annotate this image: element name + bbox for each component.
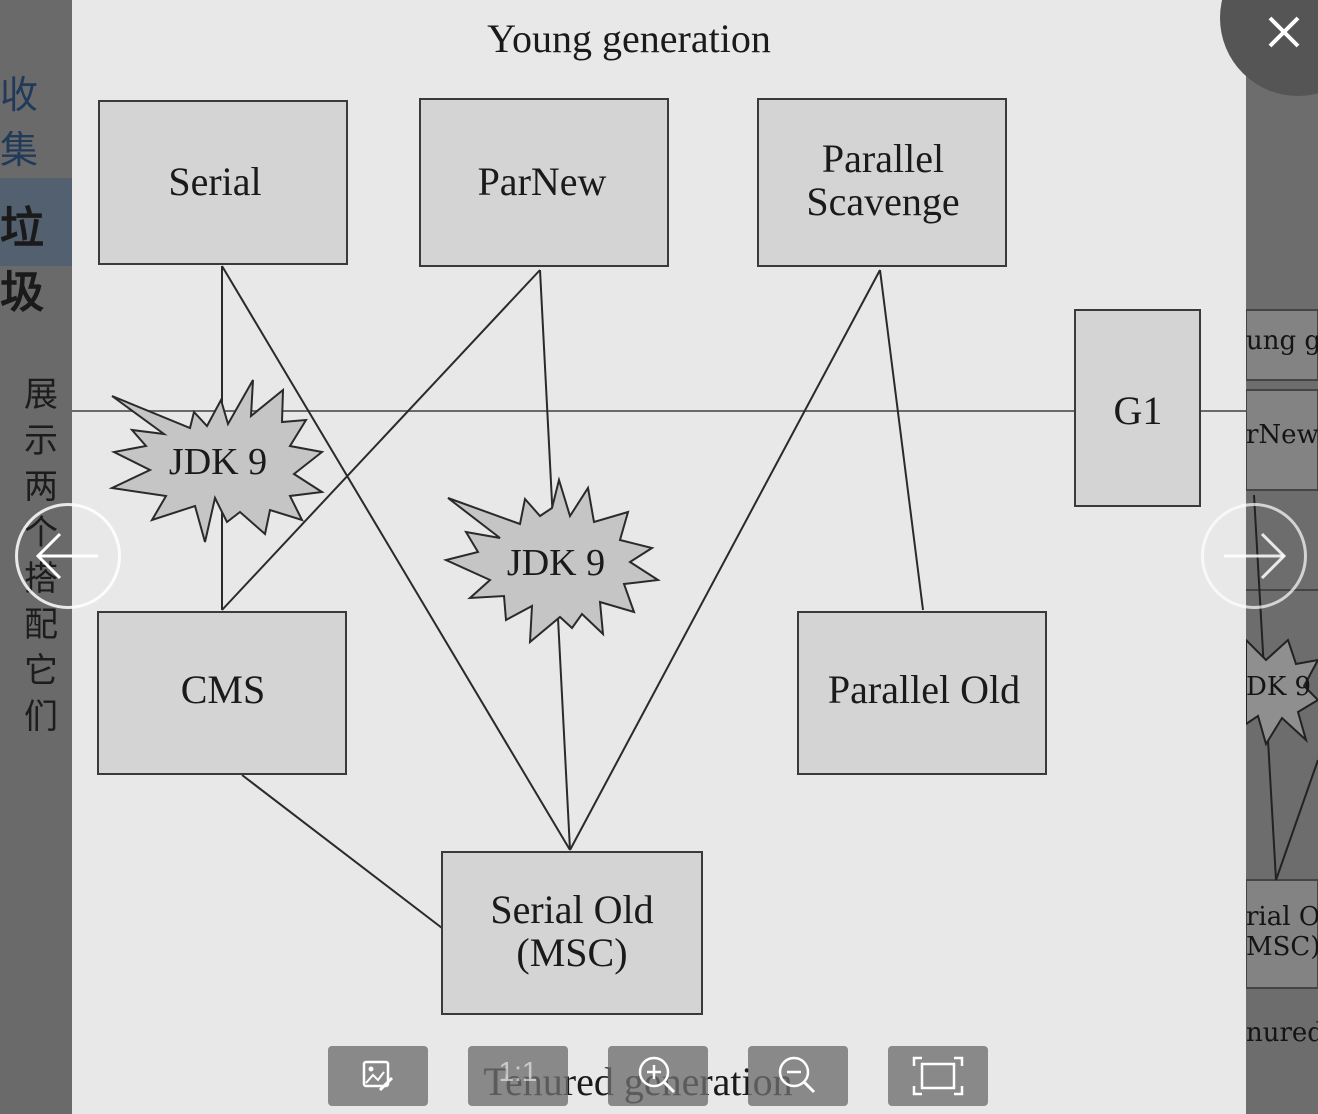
background-section-band [0, 178, 72, 266]
next-image-button[interactable] [1201, 503, 1307, 609]
jdk9-badge-label: JDK 9 [507, 542, 605, 584]
node-cms-box [97, 611, 347, 775]
background-section-title: 垃圾 [0, 203, 44, 318]
preview-diagram-lines [1246, 309, 1318, 989]
background-heading: 收集 [0, 73, 39, 172]
preview-label: rNew [1246, 420, 1318, 450]
node-serial-label: Serial [168, 159, 261, 204]
collector-connections [221, 265, 924, 929]
node-g1-label: G1 [1114, 388, 1163, 433]
preview-label: nured g [1246, 1018, 1318, 1048]
young-generation-label: Young generation [487, 16, 771, 61]
connection-serial-serialold [221, 265, 571, 851]
fit-screen-button[interactable] [888, 1046, 988, 1106]
background-line: 展示 [24, 375, 58, 461]
background-line: 它们 [24, 651, 58, 737]
zoom-out-icon [778, 1056, 816, 1094]
node-parallel-scavenge-label: Scavenge [806, 179, 959, 224]
gc-collectors-diagram: JDK 9 JDK 9 Young generation Serial ParN… [72, 16, 1246, 1104]
connection-parallelscavenge-serialold [569, 269, 881, 851]
close-icon [1268, 16, 1300, 48]
node-serial-old-label: (MSC) [516, 930, 627, 975]
node-parnew-box [419, 98, 669, 267]
arrow-left-icon [35, 532, 98, 580]
node-g1-box [1074, 309, 1201, 507]
zoom-in-button[interactable] [608, 1046, 708, 1106]
preview-label: DK 9 [1246, 672, 1312, 702]
connection-parnew-cms [221, 269, 541, 611]
zoom-out-button[interactable] [748, 1046, 848, 1106]
node-serial-old-label: Serial Old [490, 887, 653, 932]
preview-label: rial Ol [1246, 902, 1318, 932]
preview-label: MSC) [1246, 932, 1318, 962]
node-parallel-scavenge-label: Parallel [822, 136, 944, 181]
preview-label: ung ge [1246, 326, 1318, 356]
previous-image-button[interactable] [15, 503, 121, 609]
image-edit-button[interactable] [328, 1046, 428, 1106]
actual-size-label: 1:1 [498, 1056, 538, 1087]
node-serial-box [98, 100, 348, 265]
zoom-in-icon [638, 1056, 676, 1094]
fit-screen-icon [912, 1056, 964, 1096]
arrow-right-icon [1224, 532, 1287, 580]
actual-size-button[interactable]: 1:1 [468, 1046, 568, 1106]
jdk9-badge-label: JDK 9 [169, 441, 267, 483]
image-edit-icon [362, 1060, 394, 1092]
connection-parallelscavenge-parallelold [879, 269, 924, 611]
node-parallel-old-label: Parallel Old [828, 667, 1020, 712]
jdk9-badge: JDK 9 [442, 476, 661, 645]
node-cms-label: CMS [181, 667, 266, 712]
node-parnew-label: ParNew [478, 159, 607, 204]
node-serial-old-box [441, 851, 703, 1015]
node-parallel-old-box [797, 611, 1047, 775]
connection-cms-serialold [241, 774, 443, 929]
node-parallel-scavenge-box [757, 98, 1007, 267]
jdk9-badge: JDK 9 [108, 379, 325, 543]
